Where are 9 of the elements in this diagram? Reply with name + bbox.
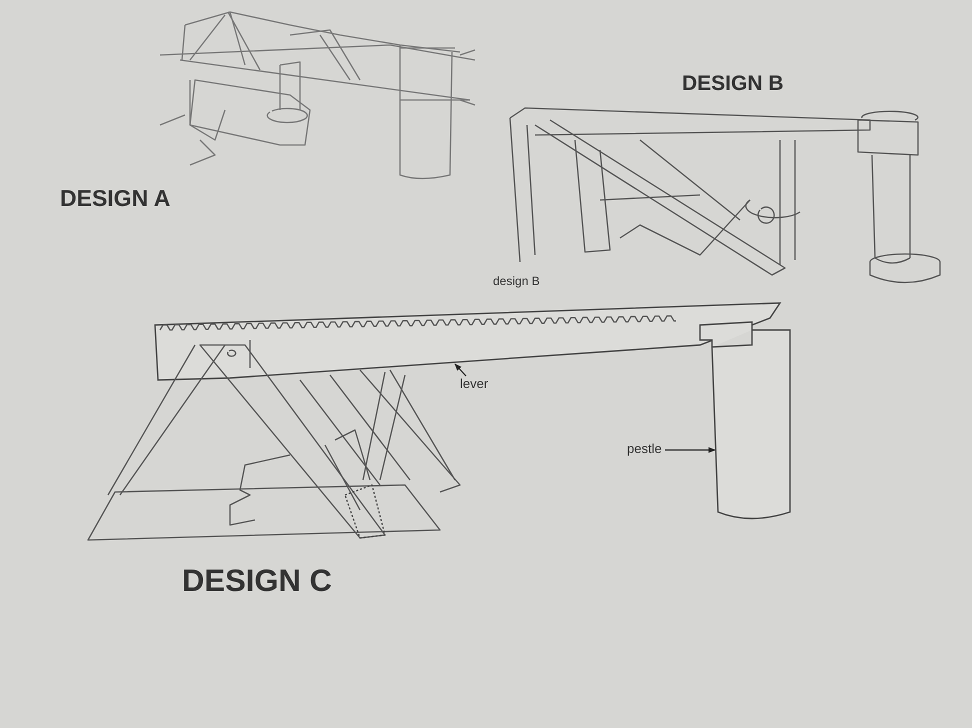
design-title: DESIGN B — [682, 72, 784, 96]
pestle-cylinder — [699, 321, 791, 520]
figure-caption: design B — [493, 274, 540, 288]
design-title: DESIGN A — [60, 185, 170, 212]
part-label: pestle — [627, 441, 662, 456]
design-title: DESIGN C — [182, 563, 332, 599]
leader-line — [454, 363, 466, 376]
part-label: lever — [460, 376, 488, 391]
leader-line — [665, 447, 716, 453]
